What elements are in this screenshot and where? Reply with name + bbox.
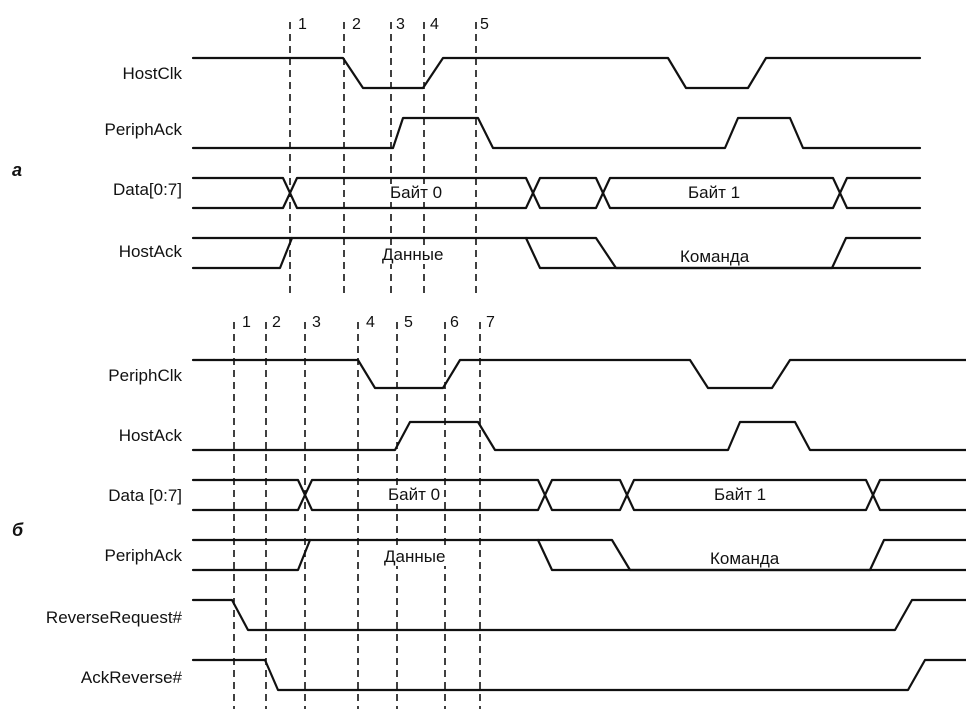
marker-number-b-7: 7 — [486, 314, 495, 331]
marker-number-a-2: 2 — [352, 16, 361, 33]
field-label-a-byte1: Байт 1 — [686, 183, 743, 202]
waveform-b-hostack — [191, 420, 966, 452]
field-label-b-data: Данные — [382, 547, 448, 566]
signal-label-b-ackreverse: AckReverse# — [80, 668, 182, 687]
field-label-a-data: Данные — [380, 245, 446, 264]
marker-number-b-2: 2 — [272, 314, 281, 331]
waveform-b-ackreverse — [191, 658, 966, 692]
waveform-b-periphack-bottom2 — [536, 538, 966, 572]
panel-label-b: б — [12, 520, 24, 540]
marker-number-b-3: 3 — [312, 314, 321, 331]
marker-number-b-4: 4 — [366, 314, 375, 331]
marker-number-b-5: 5 — [404, 314, 413, 331]
waveform-a-hostack-bottom2 — [524, 236, 922, 270]
waveform-a-hostack-top — [191, 236, 922, 270]
field-label-b-byte1: Байт 1 — [712, 485, 769, 504]
signal-label-b-data: Data [0:7] — [108, 486, 182, 505]
waveform-a-data-bottom — [191, 176, 922, 210]
signal-label-a-hostclk: HostClk — [122, 64, 182, 83]
field-label-a-command: Команда — [678, 247, 752, 266]
marker-number-a-5: 5 — [480, 16, 489, 33]
waveform-a-data-top — [191, 176, 922, 210]
marker-number-b-6: 6 — [450, 314, 459, 331]
waveform-b-periphack-bottom — [191, 538, 312, 572]
waveform-b-periphclk — [191, 358, 966, 390]
marker-number-a-1: 1 — [298, 16, 307, 33]
signal-label-a-periphack: PeriphAck — [104, 120, 182, 139]
waveform-b-reverserequest — [191, 598, 966, 632]
field-label-b-command: Команда — [708, 549, 782, 568]
waveform-b-periphack-top — [191, 538, 966, 572]
signal-label-a-hostack: HostAck — [118, 242, 182, 261]
marker-number-b-1: 1 — [242, 314, 251, 331]
signal-label-b-hostack: HostAck — [118, 426, 182, 445]
signal-label-b-periphclk: PeriphClk — [108, 366, 182, 385]
field-label-a-byte0: Байт 0 — [388, 183, 445, 202]
waveform-a-hostclk — [191, 56, 922, 90]
waveform-a-hostack-bottom — [191, 236, 294, 270]
field-label-b-byte0: Байт 0 — [386, 485, 443, 504]
signal-label-b-periphack: PeriphAck — [104, 546, 182, 565]
signal-label-b-reverserequest: ReverseRequest# — [45, 608, 182, 627]
panel-label-a: а — [12, 160, 23, 180]
signal-label-a-data: Data[0:7] — [113, 180, 182, 199]
marker-number-a-4: 4 — [430, 16, 439, 33]
waveform-a-periphack — [191, 116, 922, 150]
marker-number-a-3: 3 — [396, 16, 405, 33]
